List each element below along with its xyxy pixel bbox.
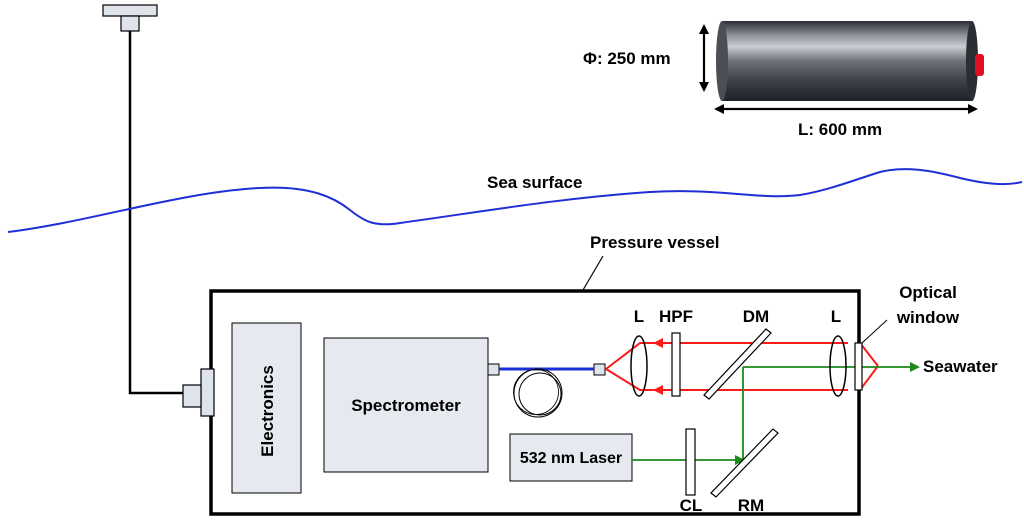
cl-label: CL (680, 496, 703, 515)
dm-label: DM (743, 307, 769, 326)
lens-left (630, 335, 648, 397)
electronics-label: Electronics (258, 365, 277, 457)
optical-window-leader (861, 319, 888, 344)
pressure-vessel-label: Pressure vessel (590, 233, 720, 252)
spectrometer-box (323, 337, 489, 473)
sea-surface-line (7, 168, 1023, 233)
spectrometer-label: Spectrometer (351, 396, 461, 415)
laser-box (509, 433, 633, 482)
housing-end-cap (975, 54, 984, 76)
optical-fiber (499, 367, 594, 418)
fiber-connector-right (593, 363, 606, 376)
seawater-label: Seawater (923, 357, 998, 376)
instrument-housing-photo (716, 21, 984, 101)
fiber-connector-left (487, 363, 500, 376)
electronics-box (231, 322, 302, 494)
high-pass-filter (671, 332, 681, 397)
optical-window (854, 342, 863, 391)
lens-right (829, 335, 847, 397)
tether-cable (128, 31, 183, 395)
cylindrical-lens (685, 428, 696, 496)
surface-buoy (102, 4, 158, 32)
lens-right-label: L (831, 307, 841, 326)
bulkhead-connector (182, 368, 215, 417)
reflecting-mirror (710, 428, 779, 498)
optical-window-label-line2: window (896, 308, 960, 327)
sea-surface-label: Sea surface (487, 173, 582, 192)
hpf-label: HPF (659, 307, 693, 326)
pressure-vessel-leader (582, 255, 604, 291)
lens-left-label: L (634, 307, 644, 326)
diameter-label: Φ: 250 mm (583, 49, 671, 68)
rm-label: RM (738, 496, 764, 515)
dichroic-mirror (703, 328, 772, 400)
length-label: L: 600 mm (798, 120, 882, 139)
laser-label: 532 nm Laser (520, 450, 622, 467)
optical-window-label-line1: Optical (899, 283, 957, 302)
